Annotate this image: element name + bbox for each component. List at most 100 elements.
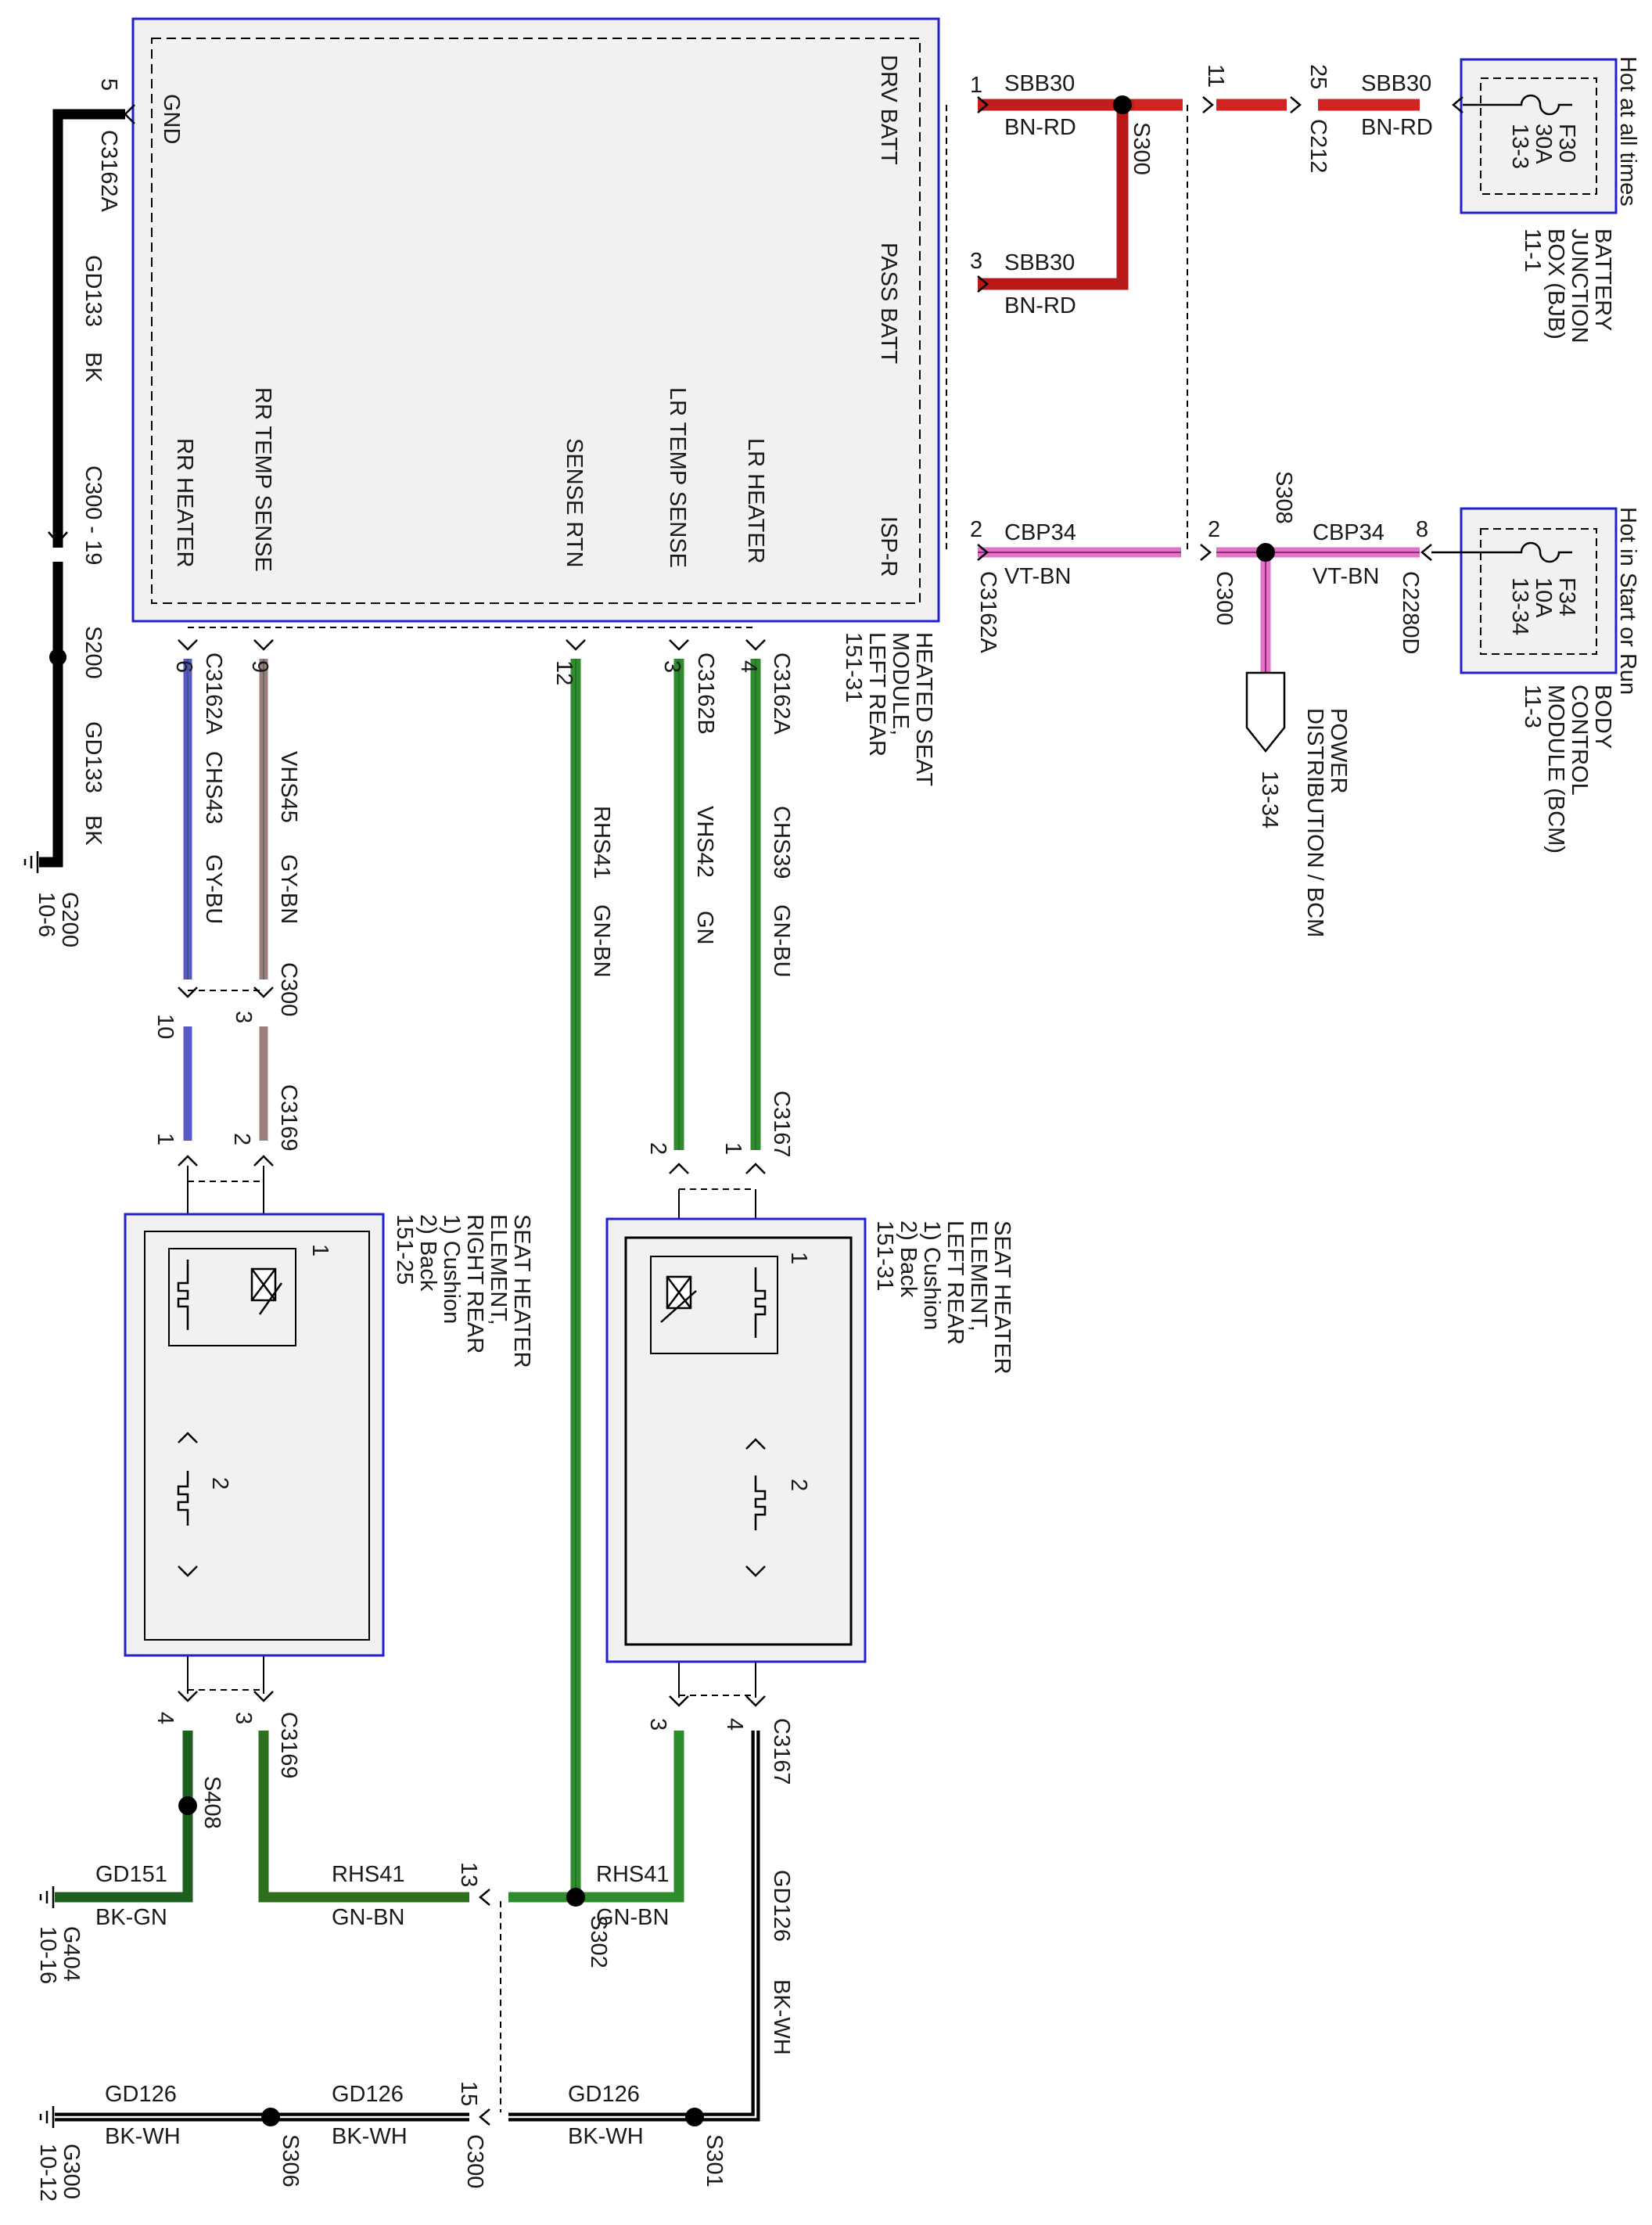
g200: G200	[57, 892, 82, 947]
rr-name-5: 2) Back	[415, 1214, 440, 1292]
ground-g200-icon	[23, 851, 39, 873]
rr-temp-sensor-icon	[250, 1267, 283, 1315]
rr-cushion-heater-icon	[177, 1260, 189, 1330]
c3162a-isp: C3162A	[975, 571, 1000, 653]
pin-rr-temp-label: RR TEMP SENSE	[250, 387, 275, 572]
pin9: 9	[247, 660, 272, 673]
f30-label: F30	[1554, 124, 1579, 163]
bjb-hot-label: Hot at all times	[1615, 56, 1640, 207]
c3169-pin3: 3	[231, 1712, 256, 1724]
gn-bn-right: GN-BN	[596, 1905, 669, 1930]
f34-amp: 10A	[1531, 577, 1556, 618]
gd133-top: GD133	[81, 255, 106, 327]
rr-back-heater-icon	[177, 1471, 189, 1526]
bk-top: BK	[81, 352, 106, 383]
c3167-bottom: C3167	[769, 1718, 794, 1785]
sbb30-drv: SBB30	[1004, 71, 1075, 96]
ground-g404-icon	[39, 1886, 55, 1908]
vhs42: VHS42	[692, 806, 717, 878]
g404-ref: 10-16	[35, 1926, 60, 1984]
gn-bn-left: GN-BN	[332, 1905, 404, 1930]
splice-s301	[685, 2108, 704, 2126]
isp-pin: 2	[970, 517, 982, 542]
c3162a-lr: C3162A	[769, 652, 794, 735]
bcm-pin8: 8	[1416, 517, 1428, 542]
gnd-pin: 5	[96, 78, 121, 91]
cbp34-bcm: CBP34	[1313, 520, 1384, 545]
drv-pin: 1	[970, 73, 982, 98]
fuse-f34-icon	[1431, 541, 1572, 563]
c300-pin13: 13	[456, 1862, 481, 1887]
bcm-name-1: BODY	[1590, 685, 1615, 749]
c3167-pin1: 1	[720, 1142, 745, 1155]
gn-bu: GN-BU	[769, 904, 794, 977]
chs39: CHS39	[769, 806, 794, 879]
c2280d: C2280D	[1398, 571, 1423, 654]
lr-name-6: 151-31	[872, 1220, 897, 1291]
c300-pin3: 3	[231, 1011, 256, 1023]
splice-s408	[178, 1796, 197, 1815]
c212: C212	[1305, 119, 1331, 173]
pin-drv-batt-label: DRV BATT	[876, 55, 901, 165]
vt-bn-module: VT-BN	[1004, 564, 1071, 589]
lr-cushion-heater-icon	[754, 1267, 767, 1338]
lr-name-4: 1) Cushion	[919, 1220, 944, 1330]
wire-gd151	[55, 1731, 193, 1903]
gd133-bottom: GD133	[81, 721, 106, 793]
lr-name-3: LEFT REAR	[943, 1220, 968, 1345]
bk-bottom: BK	[81, 815, 106, 846]
bcm-name-3: MODULE (BCM)	[1543, 685, 1568, 854]
c3167-pin4: 4	[722, 1718, 747, 1731]
pin11: 11	[1203, 64, 1228, 88]
rhs41-vert: RHS41	[589, 806, 614, 879]
bjb-name-1: BATTERY	[1590, 228, 1615, 331]
wire-gd133-bottom	[39, 562, 63, 868]
pin3-lr: 3	[659, 660, 684, 673]
bn-rd-pass: BN-RD	[1004, 293, 1076, 318]
connector-dashes	[188, 105, 1188, 2112]
module-name-4: 151-31	[841, 632, 866, 703]
bcm-name-4: 11-3	[1520, 685, 1545, 728]
bn-rd-drv: BN-RD	[1004, 115, 1076, 140]
c3162a-gnd: C3162A	[96, 130, 121, 212]
g300: G300	[59, 2144, 84, 2199]
bk-wh-1: BK-WH	[105, 2124, 181, 2149]
bjb-inner	[1480, 77, 1597, 195]
f34-ref: 13-34	[1507, 577, 1532, 635]
s300: S300	[1129, 122, 1154, 175]
gn: GN	[692, 911, 717, 945]
pin-lr-temp-label: LR TEMP SENSE	[665, 387, 690, 568]
s408: S408	[199, 1776, 224, 1829]
sbb30-pass: SBB30	[1004, 250, 1075, 275]
heated-seat-module	[131, 17, 940, 623]
power-distribution-connector-icon	[1245, 671, 1286, 753]
pin-sense-rtn-label: SENSE RTN	[562, 438, 587, 567]
pin-lr-heater-label: LR HEATER	[743, 438, 768, 564]
f34-label: F34	[1554, 577, 1579, 616]
ground-g300-icon	[39, 2106, 55, 2128]
splice-s306	[261, 2108, 280, 2126]
lr-name-2: ELEMENT,	[966, 1220, 991, 1332]
wire-rhs41-left	[258, 1731, 469, 1903]
s200: S200	[81, 626, 106, 679]
lr-name-1: SEAT HEATER	[989, 1220, 1015, 1375]
rr-name-2: ELEMENT,	[486, 1214, 511, 1325]
connector-arrows	[48, 96, 1463, 2126]
rr-sub-2: 2	[207, 1477, 232, 1490]
module-name-1: HEATED SEAT	[911, 632, 936, 786]
splices	[49, 95, 1275, 2126]
splice-s200	[49, 649, 66, 666]
wire-rhs41-right	[508, 1731, 684, 1903]
module-name-3: LEFT REAR	[864, 632, 889, 757]
s308: S308	[1271, 471, 1296, 524]
s306: S306	[278, 2134, 303, 2187]
lr-name-5: 2) Back	[896, 1220, 921, 1298]
lr-sub-1: 1	[786, 1252, 811, 1264]
bcm-hot-label: Hot in Start or Run	[1615, 507, 1640, 695]
wire-cores	[187, 659, 756, 1895]
gy-bn: GY-BN	[276, 854, 301, 924]
bn-rd-bjb: BN-RD	[1361, 115, 1433, 140]
g404: G404	[59, 1926, 84, 1982]
c300-pin15: 15	[456, 2081, 481, 2106]
